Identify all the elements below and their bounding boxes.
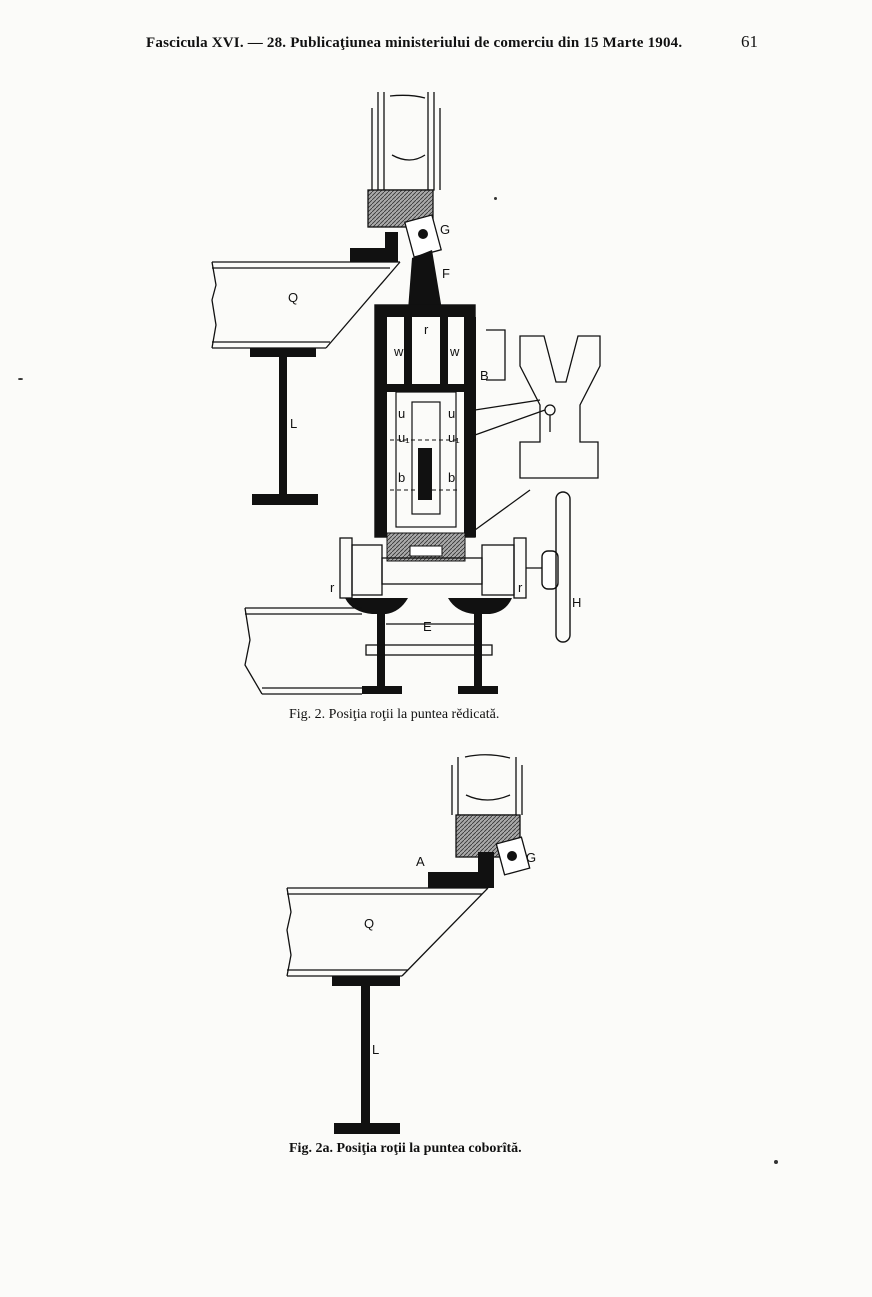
wheel-section-upper bbox=[371, 92, 441, 191]
scan-speck bbox=[494, 197, 497, 200]
wheel-section-lower bbox=[451, 754, 523, 816]
handwheel-h bbox=[541, 491, 571, 643]
label-b-left: b bbox=[398, 470, 405, 485]
label-g: G bbox=[440, 222, 450, 237]
label-u-left: u bbox=[398, 406, 405, 421]
scan-speck bbox=[18, 378, 23, 380]
label-a: A bbox=[416, 854, 425, 869]
girder-q-lower bbox=[286, 887, 489, 977]
label-u-right: u bbox=[448, 406, 455, 421]
main-housing bbox=[374, 304, 476, 562]
girder-q bbox=[211, 261, 401, 349]
label-h: H bbox=[572, 595, 581, 610]
label-q-lower: Q bbox=[364, 916, 374, 931]
label-b-right: b bbox=[448, 470, 455, 485]
label-f: F bbox=[442, 266, 450, 281]
bracket-a bbox=[428, 852, 494, 888]
hinge-block-g bbox=[404, 214, 442, 258]
figure-2a-caption: Fig. 2a. Posiţia roţii la puntea coborît… bbox=[289, 1141, 522, 1156]
label-u1-right: u₁ bbox=[448, 430, 460, 445]
label-b-upper: B bbox=[480, 368, 489, 383]
rail-l-lower bbox=[332, 976, 400, 1134]
running-header: Fascicula XVI. — 28. Publicaţiunea minis… bbox=[146, 35, 683, 51]
label-r-top: r bbox=[424, 322, 429, 337]
fork-bracket bbox=[474, 329, 601, 531]
label-g-lower: G bbox=[526, 850, 536, 865]
label-l: L bbox=[290, 416, 297, 431]
figure-2-caption: Fig. 2. Posiţia roţii la puntea rĕdicată… bbox=[289, 707, 500, 722]
scan-speck bbox=[774, 1160, 778, 1164]
page-number: 61 bbox=[741, 32, 758, 51]
rail-l bbox=[250, 348, 318, 505]
lower-girder-e bbox=[244, 607, 493, 695]
label-r-left: r bbox=[330, 580, 335, 595]
label-w-right: w bbox=[449, 344, 460, 359]
figure-2-raised-axle: G F Q L E H r r r w w u u u₁ u₁ b b B bbox=[211, 92, 601, 695]
wheel-rim-hatched-lower bbox=[455, 814, 521, 858]
label-u1-left: u₁ bbox=[398, 430, 410, 445]
arm-f bbox=[408, 250, 442, 310]
label-e: E bbox=[423, 619, 432, 634]
label-r-right: r bbox=[518, 580, 523, 595]
lower-wheels bbox=[345, 598, 512, 694]
bracket-left bbox=[350, 232, 398, 262]
label-q: Q bbox=[288, 290, 298, 305]
label-l-lower: L bbox=[372, 1042, 379, 1057]
hinge-block-g-lower bbox=[495, 836, 531, 876]
label-w-left: w bbox=[393, 344, 404, 359]
